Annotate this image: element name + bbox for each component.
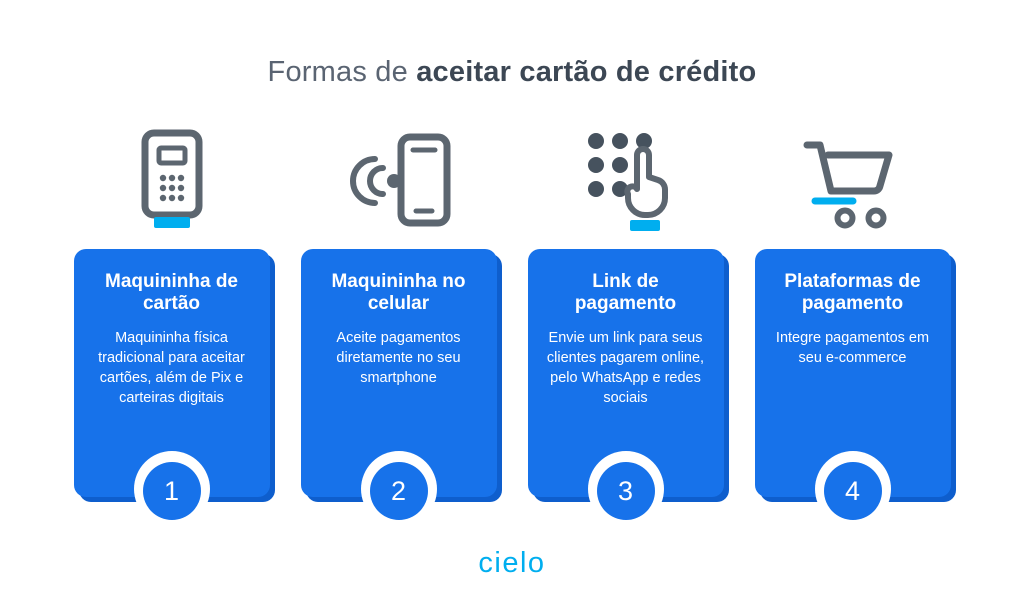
steps-row: Maquininha de cartão Maquininha física t… xyxy=(0,123,1024,527)
step-column-4: Plataformas de pagamento Integre pagamen… xyxy=(754,123,951,527)
step-number: 4 xyxy=(823,462,882,520)
step-number: 3 xyxy=(596,462,655,520)
title-normal: Formas de xyxy=(267,56,417,88)
title-bold: aceitar cartão de crédito xyxy=(416,56,757,88)
step-card: Maquininha de cartão Maquininha física t… xyxy=(73,249,270,527)
page-title: Formas de aceitar cartão de crédito xyxy=(0,56,1024,89)
card-heading: Maquininha no celular xyxy=(331,271,466,315)
card-description: Integre pagamentos em seu e-commerce xyxy=(775,329,930,366)
step-card: Maquininha no celular Aceite pagamentos … xyxy=(300,249,497,527)
card-description: Aceite pagamentos diretamente no seu sma… xyxy=(336,329,461,386)
phone-nfc-icon xyxy=(345,123,453,239)
keypad-hand-icon xyxy=(578,123,674,239)
step-column-2: Maquininha no celular Aceite pagamentos … xyxy=(300,123,497,527)
step-column-3: Link de pagamento Envie um link para seu… xyxy=(527,123,724,527)
step-column-1: Maquininha de cartão Maquininha física t… xyxy=(73,123,270,527)
shopping-cart-icon xyxy=(801,123,905,239)
step-number: 1 xyxy=(142,462,201,520)
footer: cielo xyxy=(0,547,1024,580)
card-description: Envie um link para seus clientes pagarem… xyxy=(546,329,705,406)
step-number: 2 xyxy=(369,462,428,520)
step-card: Link de pagamento Envie um link para seu… xyxy=(527,249,724,527)
card-heading: Plataformas de pagamento xyxy=(784,271,921,315)
card-heading: Link de pagamento xyxy=(574,271,677,315)
card-heading: Maquininha de cartão xyxy=(105,271,238,315)
step-card: Plataformas de pagamento Integre pagamen… xyxy=(754,249,951,527)
brand-logo: cielo xyxy=(478,547,546,579)
card-description: Maquininha física tradicional para aceit… xyxy=(98,329,245,406)
pos-terminal-icon xyxy=(133,123,211,239)
